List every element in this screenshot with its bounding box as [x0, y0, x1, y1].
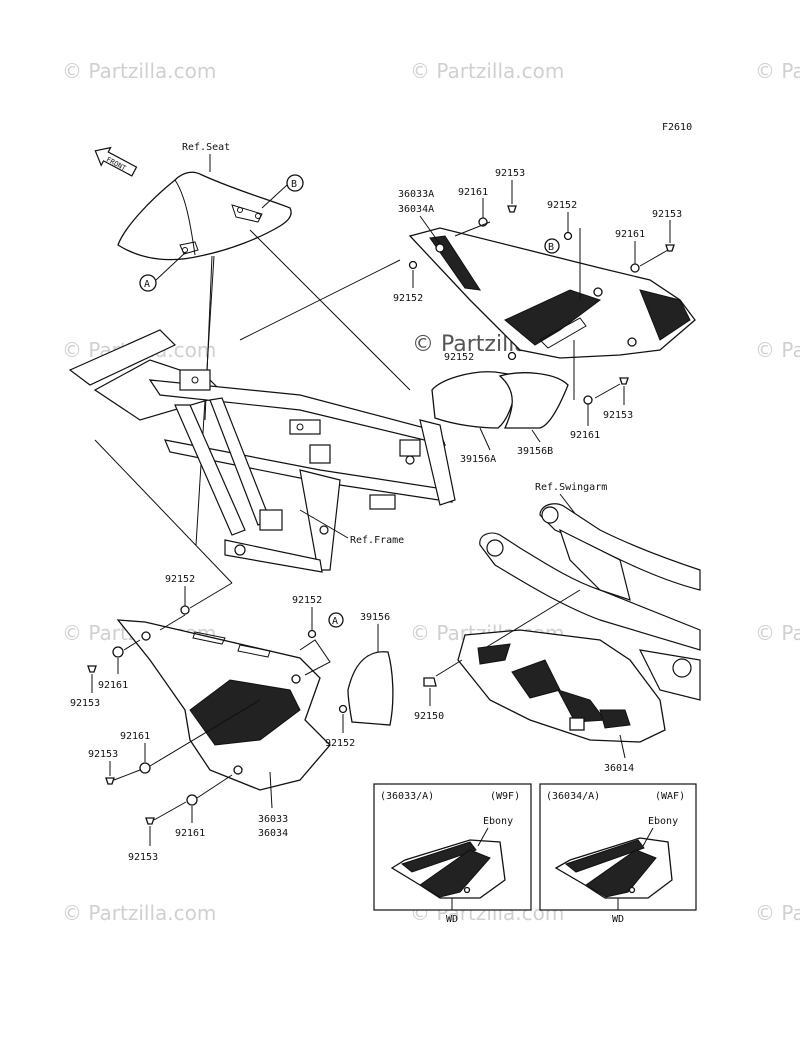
watermark: © Partzilla.com — [755, 59, 800, 83]
label-36034: 36034 — [258, 828, 288, 839]
pad-39156b — [498, 372, 569, 429]
label-92152-left: 92152 — [165, 574, 195, 585]
side-cover-upper — [408, 227, 696, 359]
swingarm — [479, 503, 701, 701]
ref-swingarm-label: Ref.Swingarm — [535, 482, 607, 493]
frame — [68, 329, 456, 573]
watermark: © Partzilla.com — [755, 338, 800, 362]
inset-right-color: Ebony — [648, 816, 678, 827]
inset-right-part: (36034/A) — [546, 791, 600, 802]
watermark: © Partzilla.com — [755, 901, 800, 925]
label-92153-low: 92153 — [603, 410, 633, 421]
label-92161-lower: 92161 — [120, 731, 150, 742]
seat — [117, 171, 292, 261]
label-36033: 36033 — [258, 814, 288, 825]
callout-a-circle — [328, 612, 344, 628]
label-39156: 39156 — [360, 612, 390, 623]
callout-b: B — [291, 179, 297, 190]
front-arrow: FRONT — [94, 146, 138, 177]
inset-right-caption: WD — [612, 914, 624, 925]
label-92153-left: 92153 — [70, 698, 100, 709]
side-cover-lower — [116, 619, 331, 791]
label-92152-c: 92152 — [325, 738, 355, 749]
label-39156b: 39156B — [517, 446, 553, 457]
pad-39156 — [347, 651, 394, 726]
callout-b: B — [548, 242, 554, 253]
label-36014: 36014 — [604, 763, 634, 774]
inset-right: (36034/A) (WAF) Ebony — [539, 783, 697, 911]
label-92152-mid: 92152 — [393, 293, 423, 304]
label-92150: 92150 — [414, 711, 444, 722]
inset-left-caption: WD — [446, 914, 458, 925]
ref-seat-label: Ref.Seat — [182, 142, 230, 153]
callout-b-circle — [286, 174, 304, 192]
label-92161-bottom: 92161 — [175, 828, 205, 839]
inset-right-code: (WAF) — [655, 791, 685, 802]
chain-guard — [457, 629, 666, 743]
label-92153-bottom: 92153 — [128, 852, 158, 863]
label-92161: 92161 — [458, 187, 488, 198]
callout-a: A — [332, 616, 338, 627]
label-92161-right: 92161 — [615, 229, 645, 240]
callout-a: A — [144, 279, 150, 290]
label-92152-under: 92152 — [444, 352, 474, 363]
label-92153-right: 92153 — [652, 209, 682, 220]
label-36034a: 36034A — [398, 204, 434, 215]
watermark: © Partzilla.com — [410, 59, 564, 83]
ref-frame-label: Ref.Frame — [350, 535, 404, 546]
label-39156a: 39156A — [460, 454, 496, 465]
label-92153-lower: 92153 — [88, 749, 118, 760]
inset-left-code: (W9F) — [490, 791, 520, 802]
label-92153: 92153 — [495, 168, 525, 179]
pad-39156a — [431, 371, 517, 429]
label-92152-center: 92152 — [292, 595, 322, 606]
figure-code: F2610 — [662, 122, 692, 133]
inset-left: (36033/A) (W9F) Ebony — [373, 783, 532, 911]
label-36033a: 36033A — [398, 189, 434, 200]
inset-left-color: Ebony — [483, 816, 513, 827]
inset-left-part: (36033/A) — [380, 791, 434, 802]
watermark: © Partzilla.com — [755, 621, 800, 645]
label-92161-low: 92161 — [570, 430, 600, 441]
watermark: © Partzilla.com — [62, 901, 216, 925]
callout-a-circle — [139, 274, 157, 292]
label-92152-b: 92152 — [547, 200, 577, 211]
watermark: © Partzilla.com — [62, 59, 216, 83]
callout-b-circle — [544, 238, 560, 254]
label-92161-left: 92161 — [98, 680, 128, 691]
